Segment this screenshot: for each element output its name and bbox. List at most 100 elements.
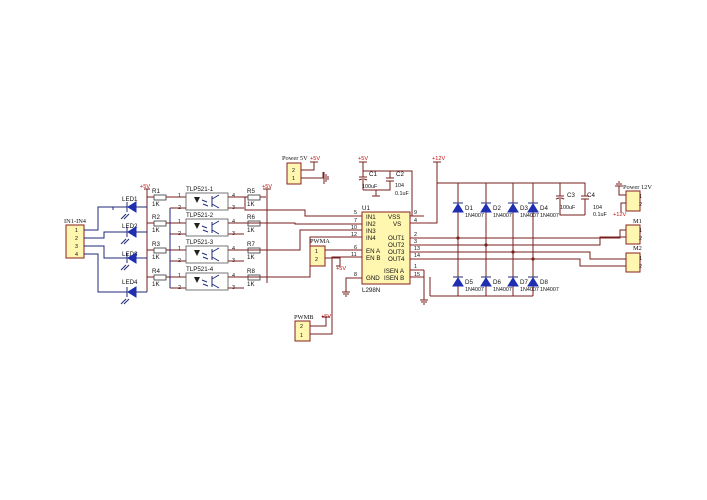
led-3-label: LED3	[122, 251, 138, 258]
resistor-r2: R2 1K	[147, 214, 186, 234]
r3-value: 1K	[152, 254, 160, 261]
power-12v-connector[interactable]: Power 12V 1 2 +12V	[613, 181, 652, 218]
svg-text:4: 4	[232, 246, 235, 252]
svg-text:1: 1	[414, 264, 417, 270]
led-4: LED4	[113, 279, 147, 305]
wire-to-in1	[244, 197, 352, 217]
svg-text:6: 6	[354, 245, 357, 251]
svg-text:14: 14	[414, 253, 420, 259]
svg-text:1: 1	[639, 256, 642, 262]
svg-text:IN3: IN3	[366, 228, 376, 235]
ic-body	[361, 211, 411, 285]
r6-value: 1K	[247, 227, 255, 234]
r8-value: 1K	[247, 281, 255, 288]
opto-3: TLP521-3 1 2 4 3	[170, 239, 245, 264]
svg-text:4: 4	[232, 193, 235, 199]
power-12v-ground-icon	[615, 181, 626, 196]
svg-text:1: 1	[300, 333, 303, 339]
svg-text:OUT1: OUT1	[388, 235, 405, 242]
resistor-r4: R4 1K	[147, 268, 186, 288]
r8-ref: R8	[247, 268, 255, 275]
opto-4-label: TLP521-4	[186, 266, 214, 273]
svg-text:1: 1	[178, 246, 181, 252]
led-4-label: LED4	[122, 279, 138, 286]
svg-text:2: 2	[292, 168, 295, 174]
d4-part: 1N4007	[540, 213, 559, 219]
ic-ref: U1	[362, 205, 370, 212]
c3-value: 100uF	[560, 205, 576, 211]
junction-dot	[511, 250, 515, 254]
svg-text:GND: GND	[366, 275, 380, 282]
pwmb-connector[interactable]: PWMB 2 1 +5V	[294, 256, 352, 342]
c2-value2: 0.1uF	[395, 191, 409, 197]
svg-text:10: 10	[351, 225, 357, 231]
resistor-r1: R1 1K	[147, 188, 186, 208]
wire-out4	[430, 258, 626, 267]
svg-text:5: 5	[354, 210, 357, 216]
d6-ref: D6	[493, 279, 501, 286]
svg-text:2: 2	[639, 236, 642, 242]
c1-ref: C1	[369, 171, 377, 178]
m2-connector[interactable]: M2 1 2	[625, 245, 642, 273]
r4-ref: R4	[152, 268, 160, 275]
svg-text:EN B: EN B	[366, 255, 380, 262]
led-2: LED2	[113, 223, 147, 245]
opto-3-label: TLP521-3	[186, 239, 214, 246]
d2-part: 1N4007	[493, 213, 512, 219]
d5-part: 1N4007	[465, 287, 484, 293]
d6-part: 1N4007	[493, 287, 512, 293]
svg-text:+12V: +12V	[432, 156, 445, 162]
svg-text:ISEN A: ISEN A	[384, 268, 405, 275]
pwma-connector[interactable]: PWMA 1 2 +5V	[309, 238, 352, 272]
r5-ref: R5	[247, 188, 255, 195]
svg-text:4: 4	[414, 218, 417, 224]
in-header-connector[interactable]: IN1-IN4 1 2 3 4	[64, 218, 87, 259]
d3-ref: D3	[520, 205, 528, 212]
svg-text:12: 12	[351, 232, 357, 238]
svg-text:1: 1	[178, 273, 181, 279]
power-5v-connector[interactable]: Power 5V 2 1 +5V	[282, 155, 329, 185]
led-2-label: LED2	[122, 223, 138, 230]
svg-text:2: 2	[414, 232, 417, 238]
svg-text:EN A: EN A	[366, 248, 381, 255]
svg-text:OUT3: OUT3	[388, 249, 405, 256]
c4-value: 104	[593, 205, 602, 211]
opto-1-label: TLP521-1	[186, 186, 214, 193]
c4-ref: C4	[587, 192, 595, 199]
junction-dot	[531, 257, 535, 261]
power-5v-label: Power 5V	[282, 155, 308, 162]
svg-text:4: 4	[232, 273, 235, 279]
m2-label: M2	[633, 245, 642, 252]
svg-text:VS: VS	[393, 221, 401, 228]
isen-ground-icon	[420, 270, 428, 305]
svg-text:ISEN B: ISEN B	[384, 275, 404, 282]
junction-dot	[456, 236, 460, 240]
in-header-pin-2: 2	[75, 236, 78, 242]
svg-text:2: 2	[639, 202, 642, 208]
svg-text:+5V: +5V	[336, 266, 346, 272]
svg-text:IN2: IN2	[366, 221, 376, 228]
opto-2: TLP521-2 1 2 4 3	[170, 212, 245, 237]
resistor-r3: R3 1K	[147, 241, 186, 261]
ground-icon	[323, 172, 329, 184]
resistor-r6: R6 1K	[244, 214, 266, 234]
pwmb-label: PWMB	[294, 314, 314, 321]
svg-text:IN4: IN4	[366, 235, 376, 242]
svg-text:2: 2	[300, 324, 303, 330]
opto-4: TLP521-4 1 2 4 3	[170, 266, 245, 291]
svg-text:2: 2	[639, 264, 642, 270]
pwma-label: PWMA	[310, 238, 330, 245]
r6-ref: R6	[247, 214, 255, 221]
led-1: LED1	[113, 196, 147, 220]
c4-value2: 0.1uF	[593, 212, 607, 218]
svg-text:1: 1	[178, 219, 181, 225]
wire-to-in3	[245, 229, 352, 251]
c1-value: 100uF	[362, 184, 378, 190]
diode-d6: D6 1N4007	[480, 276, 512, 293]
svg-text:+5V: +5V	[310, 156, 320, 162]
r4-value: 1K	[152, 281, 160, 288]
resistor-r8: R8 1K	[244, 268, 266, 288]
m1-connector[interactable]: M1 1 2	[625, 218, 642, 245]
led-rail-wire	[144, 188, 150, 292]
